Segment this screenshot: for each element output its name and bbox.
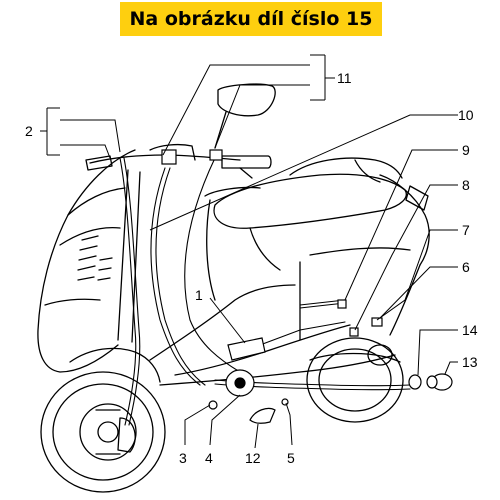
callout-14: 14 — [462, 322, 478, 338]
small-parts-drawing — [161, 149, 453, 424]
callout-2: 2 — [25, 123, 33, 139]
callout-11: 11 — [337, 70, 352, 86]
callout-12: 12 — [245, 450, 261, 466]
callout-8: 8 — [462, 177, 470, 193]
callout-13: 13 — [462, 354, 478, 370]
callout-9: 9 — [462, 142, 470, 158]
callout-4: 4 — [205, 450, 213, 466]
title-banner: Na obrázku díl číslo 15 — [120, 2, 382, 36]
callout-6: 6 — [462, 259, 470, 275]
callout-5: 5 — [287, 450, 295, 466]
cables-drawing — [119, 157, 411, 426]
title-text: Na obrázku díl číslo 15 — [129, 8, 373, 30]
callout-10: 10 — [458, 107, 474, 123]
callout-labels: 1 2 3 4 5 6 7 8 9 10 11 12 13 14 — [25, 70, 478, 466]
callout-1: 1 — [195, 287, 203, 303]
callout-7: 7 — [462, 222, 470, 238]
leader-lines — [40, 54, 458, 449]
callout-3: 3 — [179, 450, 187, 466]
